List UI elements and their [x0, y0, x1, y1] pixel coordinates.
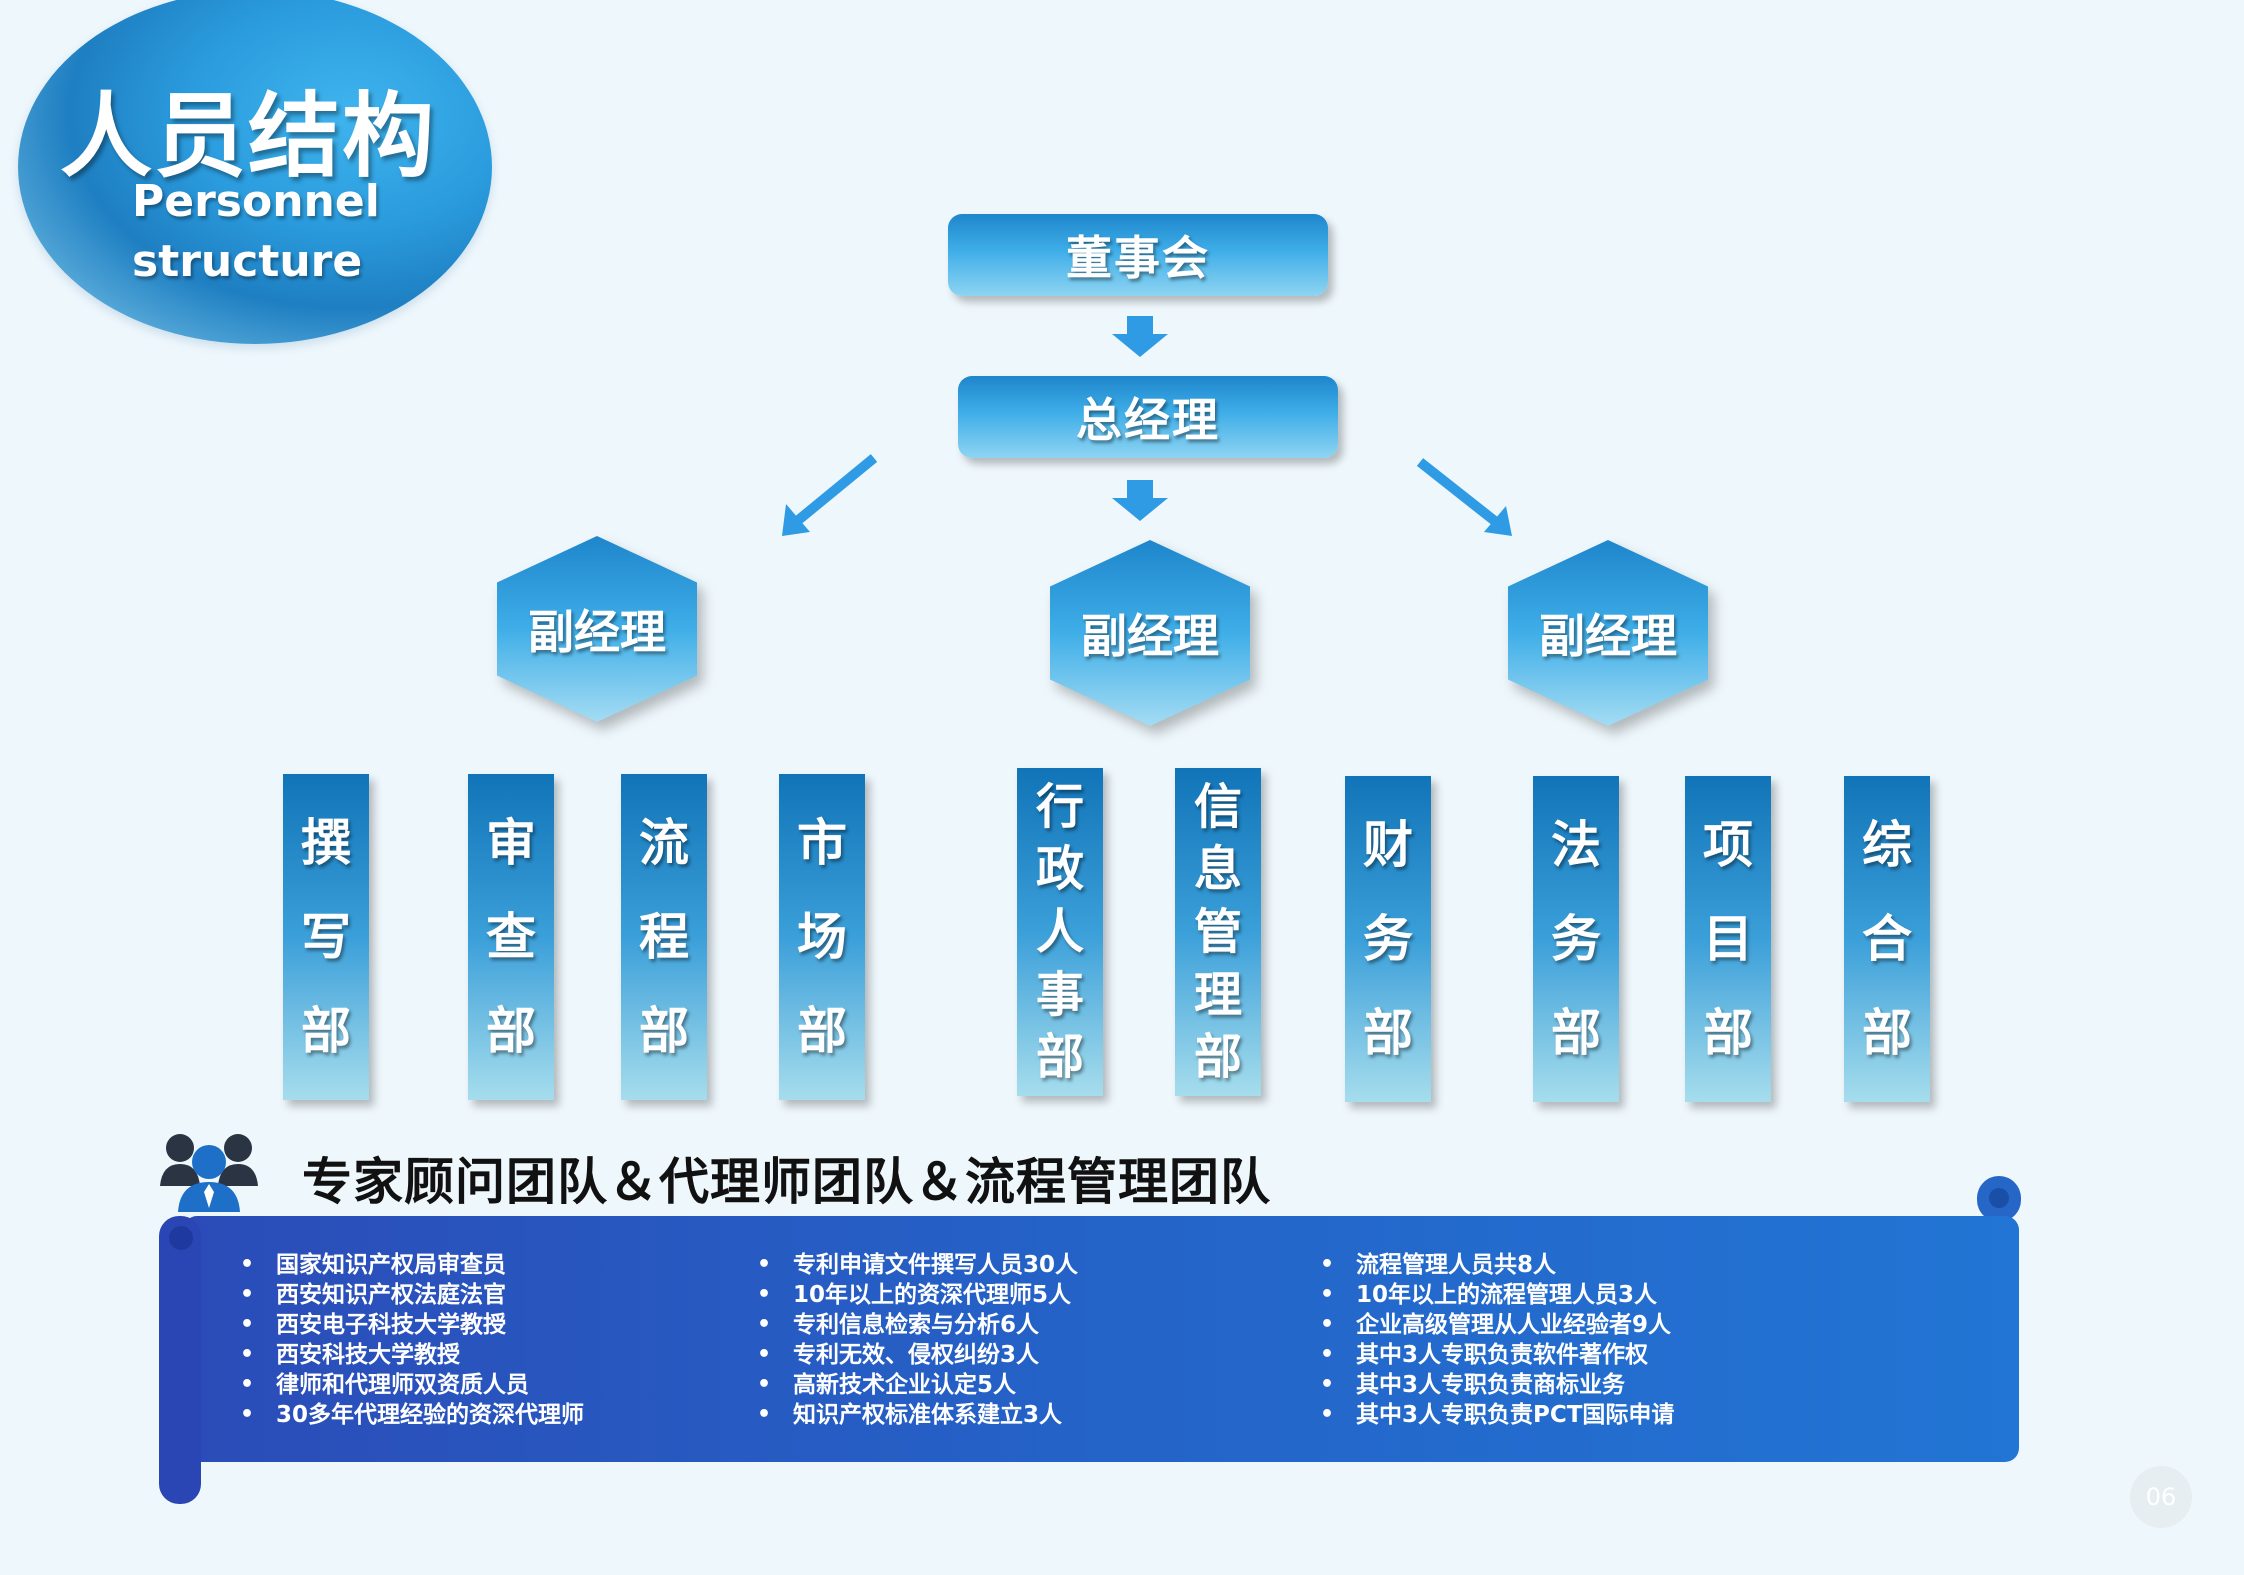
dept-char: 场: [797, 908, 847, 966]
deputy-manager-hex-2: 副经理: [1050, 540, 1250, 726]
dept-project: 项目部: [1685, 776, 1771, 1102]
deputy-manager-hex-3: 副经理: [1508, 540, 1708, 726]
deputy-manager-label: 副经理: [497, 536, 697, 722]
general-manager-box: 总经理: [958, 376, 1338, 458]
dept-char: 法: [1551, 816, 1601, 874]
list-item: 国家知识产权局审查员: [240, 1250, 584, 1280]
down-left-arrow-icon: [782, 454, 878, 536]
dept-char: 部: [1193, 1029, 1242, 1086]
dept-char: 务: [1551, 910, 1601, 968]
list-item: 专利信息检索与分析6人: [757, 1310, 1078, 1340]
dept-char: 政: [1035, 841, 1084, 898]
dept-char: 部: [301, 1002, 351, 1060]
list-item: 西安科技大学教授: [240, 1340, 584, 1370]
agent-team-list: 专利申请文件撰写人员30人10年以上的资深代理师5人专利信息检索与分析6人专利无…: [757, 1250, 1078, 1430]
dept-char: 流: [639, 814, 689, 872]
down-arrow-icon: [1112, 316, 1168, 357]
list-item: 知识产权标准体系建立3人: [757, 1400, 1078, 1430]
dept-char: 项: [1703, 816, 1753, 874]
expert-team-list: 国家知识产权局审查员西安知识产权法庭法官西安电子科技大学教授西安科技大学教授律师…: [240, 1250, 584, 1430]
list-item: 30多年代理经验的资深代理师: [240, 1400, 584, 1430]
dept-writing: 撰写部: [283, 774, 369, 1100]
dept-char: 部: [1862, 1004, 1912, 1062]
down-right-arrow-icon: [1416, 458, 1512, 536]
team-title: 专家顾问团队＆代理师团队＆流程管理团队: [302, 1153, 1271, 1211]
dept-char: 部: [486, 1002, 536, 1060]
dept-char: 查: [486, 908, 536, 966]
list-item: 专利无效、侵权纠纷3人: [757, 1340, 1078, 1370]
list-item: 流程管理人员共8人: [1320, 1250, 1674, 1280]
list-item: 其中3人专职负责PCT国际申请: [1320, 1400, 1674, 1430]
list-item: 西安知识产权法庭法官: [240, 1280, 584, 1310]
dept-char: 息: [1193, 841, 1242, 898]
board-box: 董事会: [948, 214, 1328, 296]
dept-general: 综合部: [1844, 776, 1930, 1102]
deputy-manager-label: 副经理: [1050, 540, 1250, 726]
dept-char: 部: [1363, 1004, 1413, 1062]
title-badge: [18, 0, 492, 344]
dept-finance: 财务部: [1345, 776, 1431, 1102]
dept-char: 综: [1862, 816, 1912, 874]
list-item: 高新技术企业认定5人: [757, 1370, 1078, 1400]
page-subtitle-line1: Personnel: [132, 176, 380, 227]
dept-legal: 法务部: [1533, 776, 1619, 1102]
list-item: 其中3人专职负责软件著作权: [1320, 1340, 1674, 1370]
dept-char: 部: [1551, 1004, 1601, 1062]
dept-char: 理: [1193, 966, 1242, 1023]
dept-char: 写: [301, 908, 351, 966]
page-title: 人员结构: [60, 83, 437, 190]
dept-char: 程: [639, 908, 689, 966]
list-item: 西安电子科技大学教授: [240, 1310, 584, 1340]
down-arrow-icon: [1112, 480, 1168, 521]
dept-char: 信: [1193, 778, 1242, 835]
list-item: 10年以上的资深代理师5人: [757, 1280, 1078, 1310]
dept-char: 行: [1035, 778, 1084, 835]
dept-info-management: 信息管理部: [1175, 768, 1261, 1096]
list-item: 律师和代理师双资质人员: [240, 1370, 584, 1400]
dept-char: 市: [797, 814, 847, 872]
page-subtitle: Personnel structure: [132, 172, 380, 292]
process-team-list: 流程管理人员共8人10年以上的流程管理人员3人企业高级管理从人业经验者9人其中3…: [1320, 1250, 1674, 1430]
dept-process: 流程部: [621, 774, 707, 1100]
deputy-manager-hex-1: 副经理: [497, 536, 697, 722]
list-item: 其中3人专职负责商标业务: [1320, 1370, 1674, 1400]
page-number: 06: [2130, 1466, 2192, 1528]
list-item: 10年以上的流程管理人员3人: [1320, 1280, 1674, 1310]
dept-char: 合: [1862, 910, 1912, 968]
dept-char: 事: [1035, 966, 1084, 1023]
team-people-icon: [160, 1134, 258, 1212]
dept-char: 目: [1703, 910, 1753, 968]
dept-char: 部: [1703, 1004, 1753, 1062]
dept-char: 务: [1363, 910, 1413, 968]
dept-char: 部: [1035, 1029, 1084, 1086]
deputy-manager-label: 副经理: [1508, 540, 1708, 726]
dept-admin-hr: 行政人事部: [1017, 768, 1103, 1096]
dept-char: 财: [1363, 816, 1413, 874]
dept-char: 审: [486, 814, 536, 872]
dept-review: 审查部: [468, 774, 554, 1100]
dept-char: 人: [1035, 903, 1084, 960]
list-item: 企业高级管理从人业经验者9人: [1320, 1310, 1674, 1340]
dept-char: 撰: [301, 814, 351, 872]
dept-char: 部: [639, 1002, 689, 1060]
dept-market: 市场部: [779, 774, 865, 1100]
list-item: 专利申请文件撰写人员30人: [757, 1250, 1078, 1280]
dept-char: 管: [1193, 903, 1242, 960]
dept-char: 部: [797, 1002, 847, 1060]
page-subtitle-line2: structure: [132, 236, 363, 287]
